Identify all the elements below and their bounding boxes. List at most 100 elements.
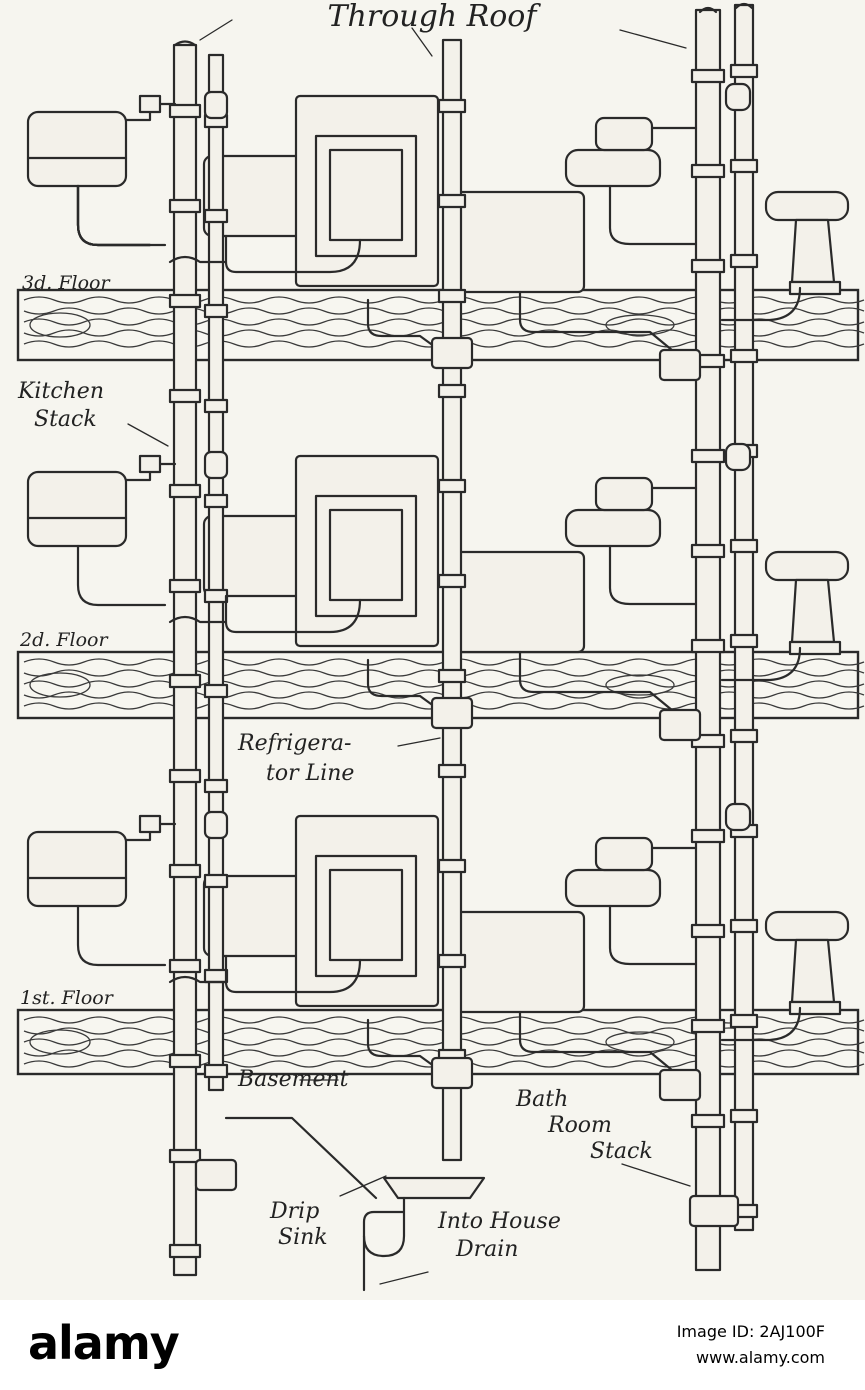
- water-closet-bowl: [790, 578, 836, 644]
- range-oven-door: [314, 854, 418, 978]
- lavatory-trap: [608, 544, 698, 606]
- pipe-hub: [203, 303, 229, 319]
- drip-sink-branch: [224, 1116, 378, 1200]
- pipe-hub: [690, 543, 726, 559]
- pipe-hub: [729, 1108, 759, 1124]
- label-refrigerator-line2: tor Line: [266, 761, 354, 786]
- bath-tub: [444, 910, 586, 1014]
- pipe-hub: [203, 778, 229, 794]
- pipe-hub: [203, 873, 229, 889]
- tub-waste-pipe: [224, 234, 362, 274]
- label-floor-2: 2d. Floor: [19, 629, 109, 651]
- pipe-hub: [203, 1063, 229, 1079]
- lavatory-back: [594, 836, 654, 872]
- pipe-hub: [729, 63, 759, 79]
- refrigerator-branch: [366, 1018, 444, 1074]
- pipe-hub: [168, 388, 202, 404]
- pipe-hub: [690, 448, 726, 464]
- pipe-hub: [690, 68, 726, 84]
- range-oven-door: [314, 134, 418, 258]
- range-boiler: [26, 830, 128, 908]
- pipe-hub: [729, 538, 759, 554]
- pipe-fitting: [138, 454, 162, 474]
- pipe-fitting: [138, 814, 162, 834]
- closet-bend: [720, 1006, 802, 1042]
- y-fitting: [430, 1056, 474, 1090]
- range-panel: [328, 868, 404, 962]
- pipe-hub: [168, 293, 202, 309]
- y-fitting: [430, 696, 474, 730]
- pipe-hub: [437, 98, 467, 114]
- pipe-hub: [690, 828, 726, 844]
- pipe-hub: [437, 573, 467, 589]
- pointer-arrows: [127, 19, 691, 1285]
- vent-fitting: [203, 810, 229, 840]
- pipe-hub: [168, 768, 202, 784]
- label-floor-1: 1st. Floor: [20, 987, 115, 1009]
- pipe-hub: [168, 863, 202, 879]
- lavatory-basin: [564, 508, 662, 548]
- pipe-hub: [168, 1148, 202, 1164]
- range-panel: [328, 148, 404, 242]
- range-oven-door: [314, 494, 418, 618]
- y-fitting: [194, 1158, 238, 1192]
- pipe-hub: [690, 923, 726, 939]
- lavatory-back: [594, 116, 654, 152]
- y-fitting: [688, 1194, 740, 1228]
- pipe-hub: [437, 668, 467, 684]
- label-house-drain-line1: Into House: [437, 1209, 561, 1234]
- pipe-cap: [698, 6, 718, 14]
- tub-trap: [168, 975, 228, 984]
- pipe-hub: [729, 918, 759, 934]
- wood-knot: [605, 314, 675, 336]
- pipe-hub: [690, 163, 726, 179]
- pipe-hub: [203, 968, 229, 984]
- pipe-hub: [203, 208, 229, 224]
- pipe-hub: [168, 1243, 202, 1259]
- closet-bend: [720, 646, 802, 682]
- source-url-text: www.alamy.com: [696, 1348, 825, 1367]
- pipe-cap: [734, 2, 754, 10]
- tub-waste-pipe: [224, 954, 362, 994]
- label-bath-room-stack-line2: Room: [547, 1113, 612, 1138]
- pipe-hub: [690, 1018, 726, 1034]
- pipe-hub: [168, 483, 202, 499]
- closet-floor-flange: [788, 1000, 842, 1016]
- alamy-logo: alamy: [28, 1316, 180, 1370]
- label-drip-sink-line2: Sink: [278, 1225, 328, 1250]
- bath-tub: [444, 190, 586, 294]
- pipe-hub: [168, 578, 202, 594]
- pipe-hub: [168, 673, 202, 689]
- label-floor-3: 3d. Floor: [22, 272, 111, 294]
- plumbing-diagram: Through Roof 3d. Floor 2d. Floor 1st. Fl…: [0, 0, 865, 1300]
- tub-waste-branch: [518, 1010, 686, 1082]
- range-boiler: [26, 470, 128, 548]
- water-closet-seat: [764, 910, 850, 942]
- vent-fitting: [724, 802, 752, 832]
- closet-floor-flange: [788, 280, 842, 296]
- drip-sink-trap: [362, 1196, 406, 1258]
- vent-fitting: [203, 90, 229, 120]
- pipe-hub: [437, 383, 467, 399]
- pipe-hub: [690, 638, 726, 654]
- lavatory-basin: [564, 868, 662, 908]
- pipe-hub: [168, 1053, 202, 1069]
- image-id-text: Image ID: 2AJ100F: [676, 1322, 825, 1341]
- label-house-drain-line2: Drain: [455, 1237, 518, 1262]
- pipe-hub: [690, 258, 726, 274]
- pipe-hub: [690, 1113, 726, 1129]
- boiler-trap-pipe: [76, 544, 167, 607]
- bath-tub: [444, 550, 586, 654]
- pipe-hub: [729, 728, 759, 744]
- pipe-hub: [168, 958, 202, 974]
- water-closet-bowl: [790, 218, 836, 284]
- pipe-hub: [203, 493, 229, 509]
- pipe-hub: [437, 763, 467, 779]
- wood-knot: [29, 672, 91, 698]
- label-bath-room-stack-line1: Bath: [515, 1087, 568, 1112]
- y-fitting: [430, 336, 474, 370]
- refrigerator-branch: [366, 298, 444, 354]
- label-bath-room-stack-line3: Stack: [590, 1139, 653, 1164]
- kitchen-stack-pipe: [172, 43, 198, 1277]
